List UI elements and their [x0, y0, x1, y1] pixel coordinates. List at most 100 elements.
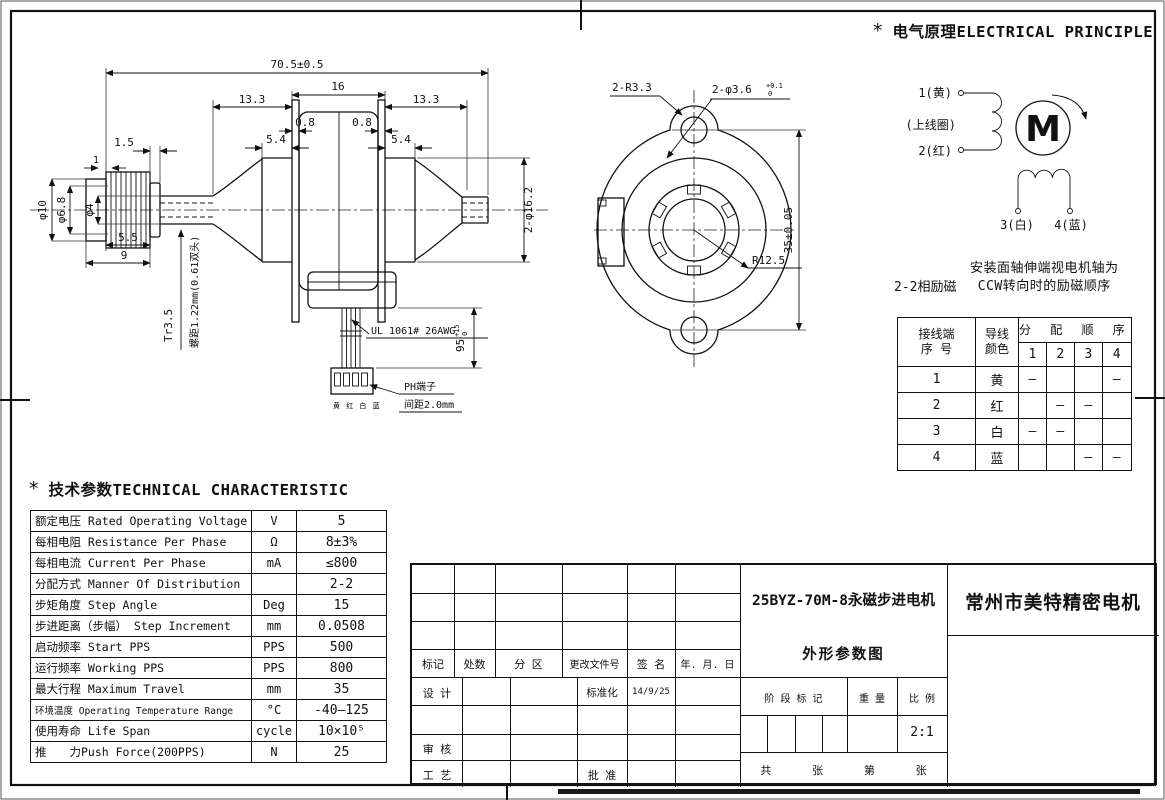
wiring-row: 3 白 — —	[897, 418, 1132, 445]
mark: —	[1018, 366, 1047, 393]
param-name: 步进距离（步幅） Step Increment	[30, 615, 252, 637]
param-value: ≤800	[296, 552, 387, 574]
param-value: 5	[296, 510, 387, 532]
design-label: 设 计	[422, 687, 452, 700]
excitation-note-line2: CCW转向时的励磁顺序	[977, 279, 1111, 294]
side-terminal-tab	[597, 197, 625, 267]
mark	[1045, 444, 1075, 471]
wire-color: 蓝	[975, 444, 1019, 471]
terminal-2-label: 2(红)	[918, 143, 952, 158]
param-unit: mm	[251, 678, 297, 700]
dim-hole-tol-up: +0.1	[766, 82, 783, 90]
param-name: 运行频率 Working PPS	[30, 657, 252, 679]
washer	[149, 182, 161, 238]
wire-color: 白	[975, 418, 1019, 445]
process-label: 工 艺	[422, 769, 452, 782]
dim-0-8-left: 0.8	[295, 116, 315, 129]
param-value: 0.0508	[296, 615, 387, 637]
design-date: 14/9/25	[632, 687, 670, 697]
mark	[1045, 366, 1075, 393]
mark: —	[1073, 392, 1103, 419]
rear-cone	[385, 157, 463, 263]
mark	[1101, 418, 1132, 445]
dim-9: 9	[121, 249, 128, 262]
param-unit: V	[251, 510, 297, 532]
param-value: 25	[296, 741, 387, 763]
excitation-note-line1: 安装面轴伸端视电机轴为	[970, 261, 1119, 276]
mark: —	[1073, 444, 1103, 471]
shaft-bore	[662, 198, 726, 262]
wiring-header-color: 导线 颜色	[975, 317, 1019, 367]
param-unit: PPS	[251, 636, 297, 658]
param-name: 最大行程 Maximum Travel	[30, 678, 252, 700]
param-name: 每相电流 Current Per Phase	[30, 552, 252, 574]
tech-title-star: *	[28, 478, 40, 500]
param-name: 每相电阻 Resistance Per Phase	[30, 531, 252, 553]
rear-mounting-plate	[377, 99, 386, 323]
wiring-table: 接线端 序 号 导线 颜色 分 配 顺 序 1 2 3 4 1 黄 — — 2 …	[897, 317, 1132, 471]
tech-title-text: 技术参数TECHNICAL CHARACTERISTIC	[48, 481, 349, 499]
param-value: 800	[296, 657, 387, 679]
param-name: 启动频率 Start PPS	[30, 636, 252, 658]
part-name: 25BYZ-70M-8永磁步进电机	[751, 593, 936, 609]
standardization-label: 标准化	[586, 687, 618, 699]
rear-shaft-stub	[462, 196, 489, 224]
connector-type-label: PH端子	[404, 380, 436, 393]
wiring-header-terminal: 接线端 序 号	[897, 317, 976, 367]
rev-header-count: 处数	[463, 658, 486, 671]
upper-coil-label: (上线圈)	[906, 118, 956, 132]
dim-13-3-left: 13.3	[239, 93, 266, 106]
seq-col-1: 1	[1018, 342, 1047, 367]
terminal-3-label: 3(白)	[1000, 217, 1034, 232]
seq-col-2: 2	[1045, 342, 1075, 367]
svg-text:0: 0	[461, 332, 469, 336]
param-name: 使用寿命 Life Span	[30, 720, 252, 742]
motor-body	[298, 111, 379, 291]
mark	[1101, 392, 1132, 419]
connector-pitch-label: 间距2.0mm	[404, 398, 454, 411]
sheets-unit1: 张	[812, 764, 824, 777]
param-unit: mA	[251, 552, 297, 574]
mark	[1073, 366, 1103, 393]
dim-dia-16-2: 2-φ16.2	[522, 187, 535, 233]
electrical-schematic: M 1(黄) (上线圈) 2(红) 3(白) 4(蓝)	[906, 86, 1088, 232]
ccw-rotation-arrow	[1051, 94, 1088, 120]
param-unit: cycle	[251, 720, 297, 742]
dim-body-radius: R12.5	[752, 254, 785, 267]
dim-corner-radius: 2-R3.3	[612, 81, 652, 94]
title-block: 标记 处数 分 区 更改文件号 签 名 年. 月. 日 设 计 标准化 14/9…	[410, 563, 1159, 787]
side-view: 70.5±0.5 13.3 16 13.3 0.8 0.8 5.4	[30, 58, 548, 413]
motor-outline-circle	[621, 157, 767, 303]
sheets-total-label: 共	[760, 764, 772, 777]
param-name: 环境温度 Operating Temperature Range	[30, 699, 252, 721]
param-unit: Deg	[251, 594, 297, 616]
dim-hole-distance: 35±0.05	[782, 207, 795, 253]
terminal-no: 3	[897, 418, 976, 445]
param-unit	[251, 573, 297, 595]
dim-hole-dia: 2-φ3.6	[712, 83, 752, 96]
svg-text:+15: +15	[453, 324, 461, 337]
mark	[1073, 418, 1103, 445]
dim-5-4-right: 5.4	[391, 133, 411, 146]
param-unit: mm	[251, 615, 297, 637]
param-value: 500	[296, 636, 387, 658]
dim-16: 16	[331, 80, 344, 93]
dim-hole-tol-low: 0	[768, 90, 772, 98]
dim-13-3-right: 13.3	[413, 93, 440, 106]
param-value: 2-2	[296, 573, 387, 595]
electrical-title-star: *	[872, 20, 884, 42]
sheets-no-label: 第	[863, 764, 875, 777]
excitation-note: 安装面轴伸端视电机轴为 CCW转向时的励磁顺序	[970, 260, 1119, 296]
mark: —	[1101, 444, 1132, 471]
tech-row: 环境温度 Operating Temperature Range°C-40—12…	[30, 699, 387, 721]
motor-symbol-text: M	[1025, 109, 1061, 150]
param-name: 步矩角度 Step Angle	[30, 594, 252, 616]
